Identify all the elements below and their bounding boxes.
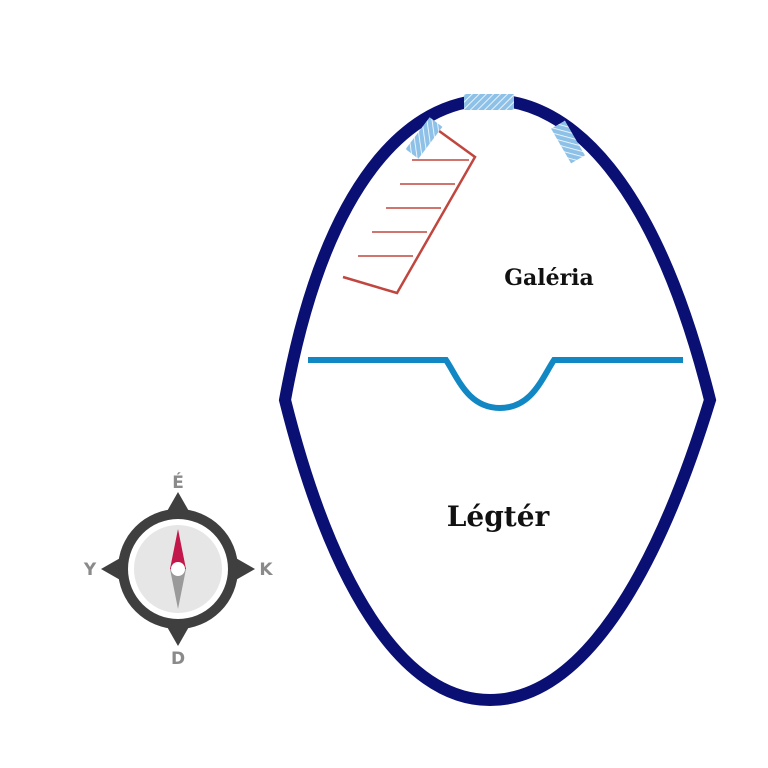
window-right — [551, 120, 585, 164]
room-label-legter: Légtér — [447, 500, 551, 533]
room-label-galeria: Galéria — [504, 265, 594, 291]
compass-needle-north — [170, 529, 186, 569]
compass-arrow-west — [101, 557, 122, 581]
compass-rose: É D K Y — [83, 471, 274, 669]
compass-arrow-north — [166, 492, 190, 513]
window-top — [464, 94, 514, 110]
compass-pivot — [171, 562, 185, 576]
compass-label-north: É — [172, 471, 184, 493]
staircase-outline — [342, 126, 477, 295]
compass-label-west: Y — [83, 560, 97, 580]
windows — [405, 94, 585, 164]
compass-label-east: K — [259, 560, 273, 580]
compass-arrow-east — [234, 557, 255, 581]
window-left — [405, 117, 443, 159]
staircase — [342, 126, 477, 295]
building-outline — [278, 93, 717, 707]
compass-arrow-south — [166, 625, 190, 646]
gallery-edge-divider — [308, 357, 683, 412]
compass-needle-south — [170, 569, 186, 609]
compass-label-south: D — [171, 649, 185, 669]
